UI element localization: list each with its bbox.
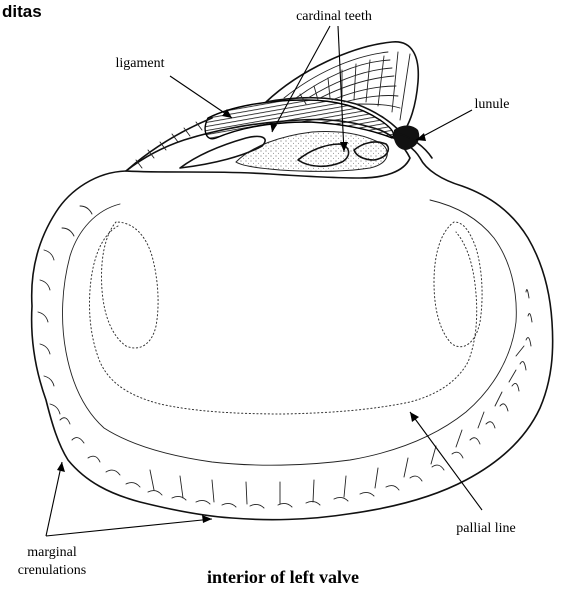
pallial-line [89, 226, 476, 414]
marginal-ribs-left [38, 206, 92, 414]
label-marginal-line2: crenulations [18, 563, 86, 578]
header-title-fragment: ditas [2, 2, 42, 21]
label-pallial-line: pallial line [456, 521, 515, 536]
label-ligament: ligament [116, 56, 165, 71]
shell-outline [32, 140, 553, 520]
leader-ligament [170, 76, 232, 118]
arrow-marginal-a [57, 462, 65, 472]
inner-margin-edge [63, 200, 517, 465]
leader-marginal-b [46, 519, 212, 536]
label-lunule: lunule [475, 97, 510, 112]
anterior-muscle-scar [102, 222, 159, 348]
leader-marginal-a [46, 462, 62, 536]
lunule-area [394, 126, 420, 151]
marginal-ribs-bottom [150, 346, 524, 504]
leader-pallial-line [410, 412, 482, 510]
label-marginal-line1: marginal [27, 545, 77, 560]
label-cardinal-teeth: cardinal teeth [296, 9, 372, 24]
caption: interior of left valve [207, 567, 359, 587]
arrow-pallial [410, 412, 419, 422]
marginal-crenulations [60, 290, 532, 508]
ligament-band [205, 100, 393, 139]
